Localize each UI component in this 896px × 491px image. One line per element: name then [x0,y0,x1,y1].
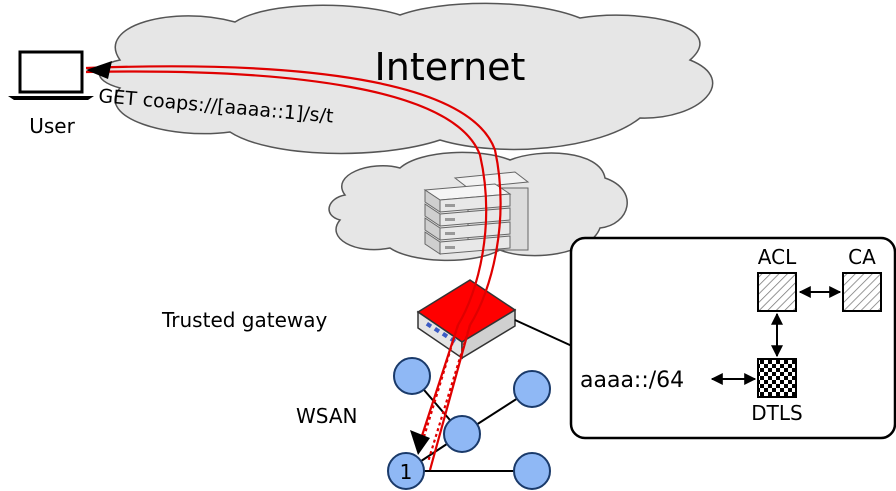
ca-label: CA [848,245,876,269]
gateway-detail-connector [514,319,573,347]
acl-label: ACL [758,245,797,269]
acl-box [757,272,797,312]
gateway-router-icon [416,279,517,360]
laptop-icon [8,50,94,100]
wsan-label: WSAN [296,404,357,428]
wsan-node [513,370,551,408]
wsan-node-1 [387,452,425,490]
request-arrowhead [86,61,112,79]
server-stack-icon [423,171,530,255]
internet-cloud [98,2,714,155]
node-1-label: 1 [400,460,413,484]
node-arrowhead [410,430,430,455]
wsan-node [393,357,431,395]
dtls-label: DTLS [751,401,802,425]
wsan-node [443,415,481,453]
internet-label: Internet [375,45,526,89]
gateway-detail-box [569,236,896,440]
user-label: User [29,114,75,138]
prefix-label: aaaa::/64 [580,368,684,393]
dtls-box [757,358,797,398]
wsan-node [513,452,551,490]
gateway-label: Trusted gateway [161,308,328,332]
ca-box [842,272,882,312]
request-path [85,65,502,471]
